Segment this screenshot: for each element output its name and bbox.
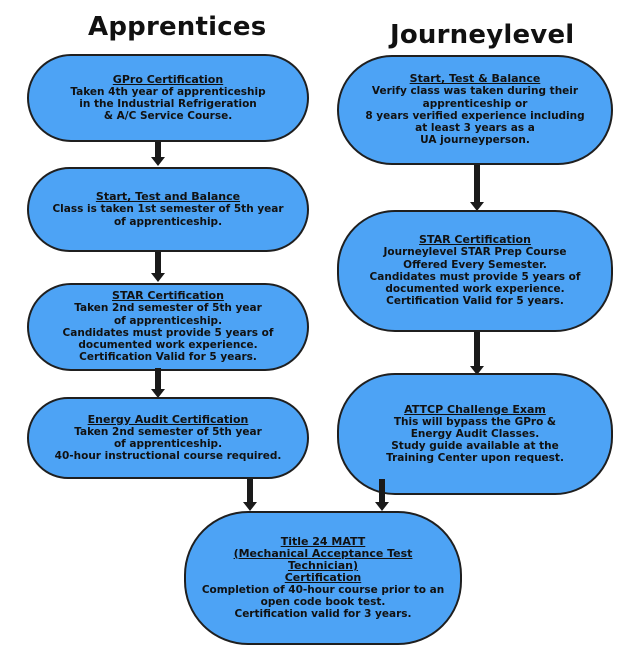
box-line: Completion of 40-hour course prior to an [201,583,445,596]
box-line: Taken 2nd semester of 5th year [74,425,262,438]
box-line: in the Industrial Refrigeration [79,97,257,110]
arrow-down [469,332,484,375]
box-line: open code book test. [260,595,386,608]
box-line: Candidates must provide 5 years of [62,326,274,339]
box-title: STAR Certification [419,233,531,247]
box-line: of apprenticeship. [113,314,223,327]
box-line: documented work experience. [78,339,258,352]
box-line: Class is taken 1st semester of 5th year [52,203,284,216]
box-line: Offered Every Semester. [403,258,547,271]
energy-audit-certification-box: Energy Audit Certification Taken 2nd sem… [27,397,309,479]
box-title: Certification [284,570,362,584]
box-title: STAR Certification [112,289,224,303]
box-line: This will bypass the GPro & [393,415,557,428]
box-line: documented work experience. [385,283,565,296]
arrow-down [150,252,165,282]
box-line: of apprenticeship. [113,215,223,228]
box-line: Certification Valid for 5 years. [79,351,257,364]
box-line: Journeylevel STAR Prep Course [383,246,567,259]
star-certification-box: STAR Certification Taken 2nd semester of… [27,283,309,371]
box-line: at least 3 years as a [415,122,535,135]
box-title: Energy Audit Certification [87,412,249,426]
box-line: 40-hour instructional course required. [54,450,282,463]
box-title: (Mechanical Acceptance Test Technician) [233,546,413,572]
box-title: Title 24 MATT [280,534,366,548]
box-line: of apprenticeship. [113,437,223,450]
arrow-down [374,479,389,511]
box-line: Verify class was taken during their [371,85,579,98]
box-title: ATTCP Challenge Exam [404,402,546,416]
box-line: Energy Audit Classes. [410,427,540,440]
arrow-down [150,368,165,398]
arrow-down [150,142,165,166]
arrow-down [242,479,257,511]
box-title: Start, Test and Balance [95,190,241,204]
jl-star-certification-box: STAR Certification Journeylevel STAR Pre… [337,210,613,332]
box-line: Taken 4th year of apprenticeship [70,85,266,98]
box-line: Candidates must provide 5 years of [369,270,581,283]
box-title: GPro Certification [112,72,224,86]
start-test-balance-box: Start, Test and Balance Class is taken 1… [27,167,309,252]
arrow-down [469,165,484,211]
attcp-challenge-exam-box: ATTCP Challenge Exam This will bypass th… [337,373,613,495]
box-line: & A/C Service Course. [103,110,233,123]
journeylevel-heading: Journeylevel [390,20,575,50]
box-line: 8 years verified experience including [365,109,585,122]
apprentices-heading: Apprentices [88,12,267,42]
box-line: Study guide available at the [391,440,559,452]
box-line: apprenticeship or [422,97,528,110]
jl-start-test-balance-box: Start, Test & Balance Verify class was t… [337,55,613,165]
title24-matt-box: Title 24 MATT (Mechanical Acceptance Tes… [184,511,462,645]
box-line: Certification Valid for 5 years. [386,295,564,308]
box-line: Taken 2nd semester of 5th year [74,302,262,315]
gpro-certification-box: GPro Certification Taken 4th year of app… [27,54,309,142]
box-title: Start, Test & Balance [409,72,541,86]
box-line: UA journeyperson. [420,134,530,147]
box-line: Certification valid for 3 years. [234,608,412,621]
box-line: Training Center upon request. [386,452,564,465]
